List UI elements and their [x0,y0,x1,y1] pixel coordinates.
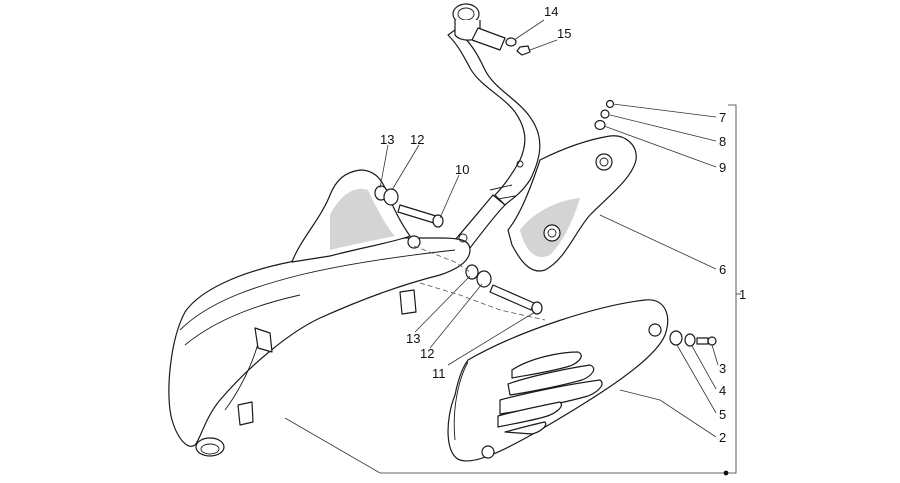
callout-6: 6 [719,262,726,277]
callout-12-lower: 12 [420,346,434,361]
callout-11: 11 [432,366,446,381]
callout-2: 2 [719,430,726,445]
callout-9: 9 [719,160,726,175]
callout-8: 8 [719,134,726,149]
callout-1: 1 [739,287,746,302]
callout-4: 4 [719,383,726,398]
callout-13-upper: 13 [380,132,394,147]
leader-lines [284,19,724,474]
callout-15: 15 [557,26,571,41]
heat-shield-lower [447,299,669,462]
callout-10: 10 [455,162,469,177]
callout-5: 5 [719,407,726,422]
callout-labels: 1 2 3 4 5 6 7 8 9 10 11 12 12 13 13 14 1… [380,4,746,445]
assembly-bracket [723,104,741,476]
exhaust-pipe [447,3,541,249]
callout-14: 14 [544,4,558,19]
callout-12-upper: 12 [410,132,424,147]
callout-dot [723,470,729,476]
callout-3: 3 [719,361,726,376]
heat-shield-upper [507,135,637,272]
callout-13-lower: 13 [406,331,420,346]
callout-7: 7 [719,110,726,125]
fasteners [374,37,717,347]
